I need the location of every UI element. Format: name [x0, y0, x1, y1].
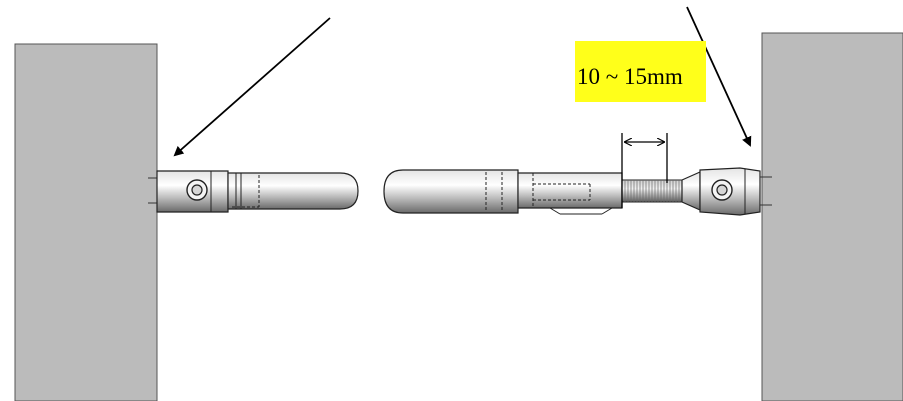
threaded-rod [621, 179, 683, 203]
dimension-indicator [621, 133, 668, 208]
left-rod-assembly [156, 170, 359, 213]
right-wall [761, 32, 903, 401]
dimension-label-highlight [575, 41, 706, 102]
right-pointer-arrow [686, 6, 752, 147]
left-pointer-arrow [173, 17, 331, 157]
right-rod-assembly [383, 169, 623, 215]
right-connector [681, 167, 772, 216]
left-wall [14, 43, 158, 401]
dimension-label: 10 ~ 15mm [577, 64, 683, 89]
